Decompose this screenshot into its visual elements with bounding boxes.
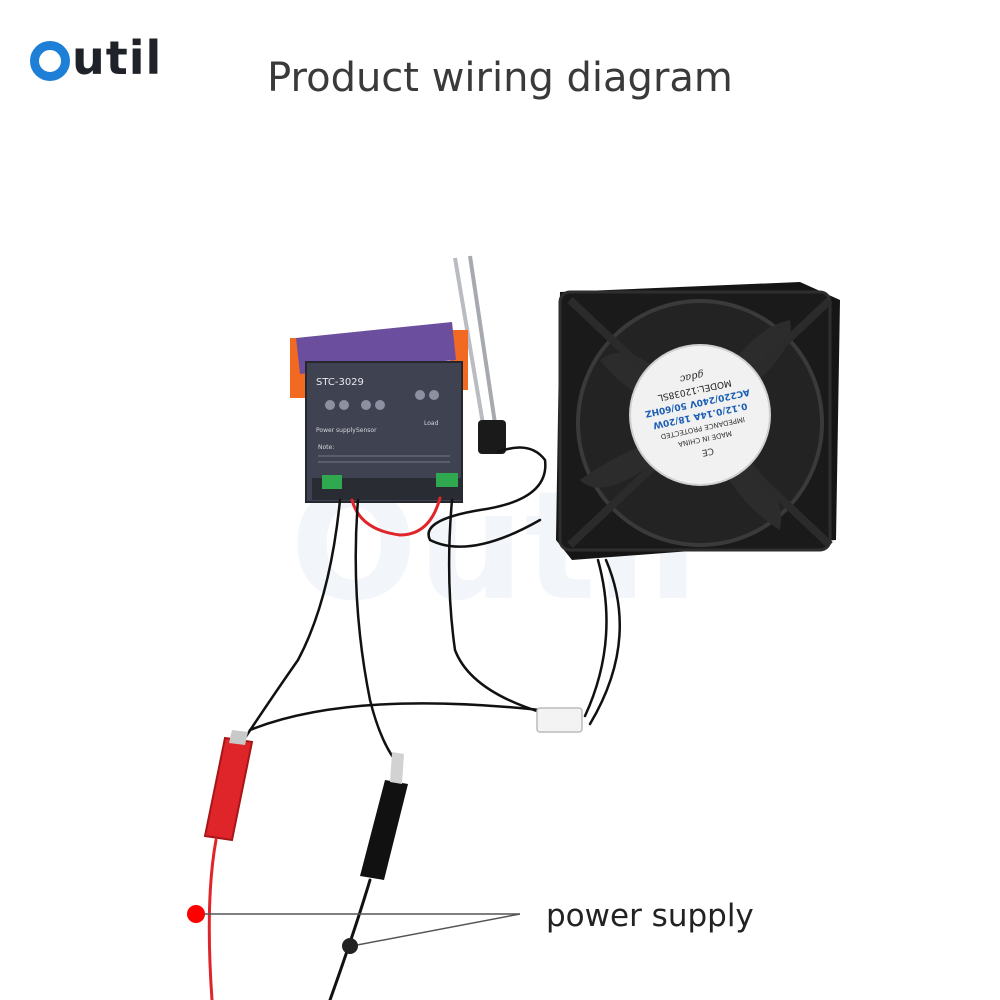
- controller-model: STC-3029: [316, 377, 364, 388]
- power-supply-callout: [187, 905, 521, 954]
- brand-logo: util: [30, 28, 162, 88]
- wire-connector: [536, 707, 583, 733]
- fan-ce-mark: CE: [700, 445, 714, 457]
- controller-label-load: Load: [424, 420, 439, 427]
- wiring: [203, 446, 621, 1000]
- temperature-probe: [453, 255, 506, 454]
- controller-label-sensor: Sensor: [356, 427, 377, 434]
- logo-o-mark: [30, 41, 70, 81]
- controller-note: Note:: [318, 444, 334, 451]
- cooling-fan: CE MADE IN CHINA IMPEDANCE PROTECTED 0.1…: [556, 282, 840, 560]
- temperature-controller: STC-3029 Power supply Sensor Load Note:: [290, 322, 468, 503]
- fan-brand: gdac: [678, 368, 705, 384]
- controller-label-power: Power supply: [316, 427, 356, 434]
- fan-label-sticker: [629, 344, 771, 486]
- black-wire-marker: [342, 938, 358, 954]
- red-wire-marker: [187, 905, 205, 923]
- page-title: Product wiring diagram: [267, 55, 733, 101]
- logo-text: util: [72, 31, 163, 85]
- power-supply-label: power supply: [546, 898, 754, 934]
